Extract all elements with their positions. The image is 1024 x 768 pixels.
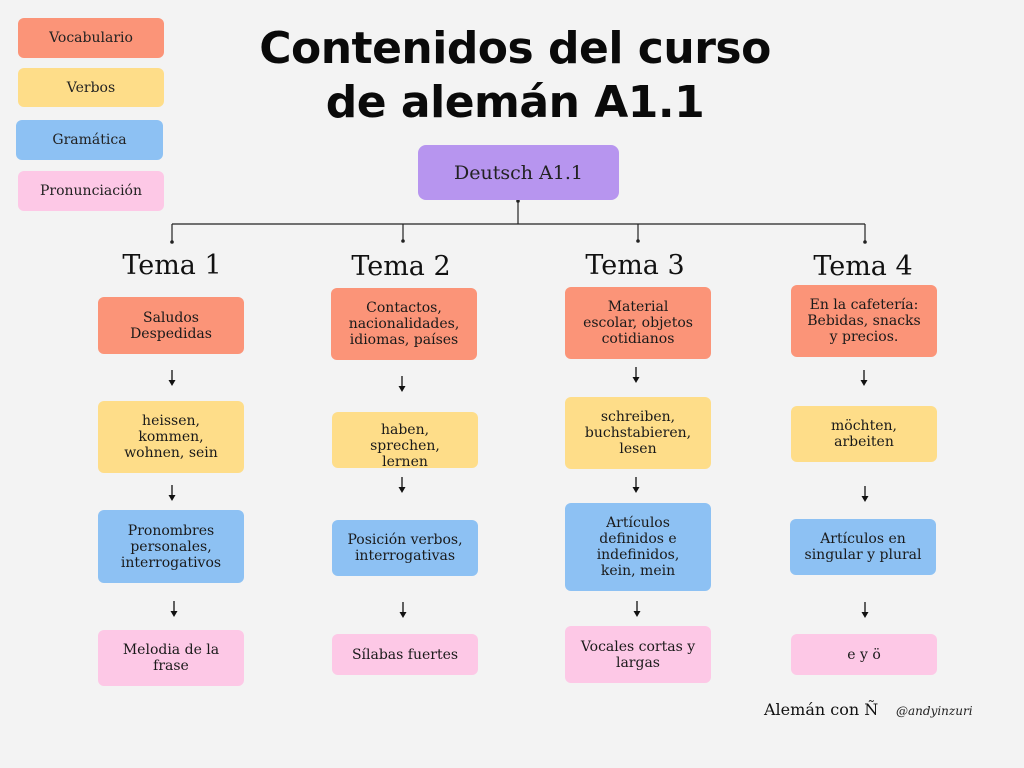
tema-3-verbos: schreiben, buchstabieren, lesen	[565, 397, 711, 469]
tema-3-title: Tema 3	[585, 250, 685, 281]
page-title-line1: Contenidos del curso	[259, 23, 771, 74]
arrow-down-icon	[859, 369, 869, 387]
arrow-down-icon	[860, 601, 870, 619]
tema-4-verbos-text: möchten, arbeiten	[831, 418, 897, 450]
tema-2-verbos: haben, sprechen, lernen	[332, 412, 478, 470]
tema-2-pronunciacion: Sílabas fuertes	[332, 634, 478, 675]
tema-2-verbos-text: haben, sprechen, lernen	[370, 422, 440, 470]
tema-1-title: Tema 1	[122, 250, 222, 281]
tema-3-vocabulario-text: Material escolar, objetos cotidianos	[583, 299, 693, 347]
root-node-label: Deutsch A1.1	[454, 161, 583, 184]
arrow-down-icon	[167, 369, 177, 387]
page-title-line2: de alemán A1.1	[325, 77, 705, 128]
tema-4-vocabulario: En la cafetería: Bebidas, snacks y preci…	[791, 285, 937, 357]
root-node: Deutsch A1.1	[418, 145, 619, 200]
tema-3-verbos-text: schreiben, buchstabieren, lesen	[584, 409, 692, 457]
tema-2-vocabulario: Contactos, nacionalidades, idiomas, país…	[331, 288, 477, 360]
tema-3-vocabulario: Material escolar, objetos cotidianos	[565, 287, 711, 359]
tema-4-vocabulario-text: En la cafetería: Bebidas, snacks y preci…	[807, 297, 921, 345]
tema-1-pronunciacion: Melodia de la frase	[98, 630, 244, 686]
legend-pronunciacion: Pronunciación	[18, 171, 164, 211]
arrow-down-icon	[397, 476, 407, 494]
legend-gramatica: Gramática	[16, 120, 163, 160]
legend-verbos: Verbos	[18, 68, 164, 107]
tema-3-gramatica: Artículos definidos e indefinidos, kein,…	[565, 503, 711, 591]
tema-1-vocabulario-text: Saludos Despedidas	[130, 309, 212, 342]
arrow-down-icon	[397, 375, 407, 393]
tema-1-verbos: heissen, kommen, wohnen, sein	[98, 401, 244, 473]
tema-4-gramatica: Artículos en singular y plural	[790, 519, 936, 575]
tema-1-verbos-text: heissen, kommen, wohnen, sein	[124, 413, 218, 461]
arrow-down-icon	[631, 366, 641, 384]
legend-pronunciacion-label: Pronunciación	[39, 183, 143, 199]
tema-3-pronunciacion-text: Vocales cortas y largas	[580, 638, 696, 671]
arrow-down-icon	[631, 476, 641, 494]
tema-1-gramatica-text: Pronombres personales, interrogativos	[120, 522, 222, 571]
arrow-down-icon	[860, 485, 870, 503]
arrow-down-icon	[167, 484, 177, 502]
tema-2-vocabulario-text: Contactos, nacionalidades, idiomas, país…	[348, 300, 460, 348]
page-title: Contenidos del curso de alemán A1.1	[180, 22, 850, 130]
legend-gramatica-label: Gramática	[52, 132, 127, 148]
footer-handle: @andyinzuri	[896, 704, 973, 718]
tema-2-gramatica-text: Posición verbos, interrogativas	[347, 532, 463, 564]
tema-1-vocabulario: Saludos Despedidas	[98, 297, 244, 354]
tema-3-pronunciacion: Vocales cortas y largas	[565, 626, 711, 683]
root-dot	[516, 199, 520, 203]
tema-1-gramatica: Pronombres personales, interrogativos	[98, 510, 244, 583]
legend-verbos-label: Verbos	[66, 79, 116, 96]
tema-2-gramatica: Posición verbos, interrogativas	[332, 520, 478, 576]
arrow-down-icon	[398, 601, 408, 619]
legend-vocabulario-label: Vocabulario	[49, 30, 133, 46]
legend-vocabulario: Vocabulario	[18, 18, 164, 58]
tema-4-gramatica-text: Artículos en singular y plural	[804, 531, 922, 563]
tema-3-gramatica-text: Artículos definidos e indefinidos, kein,…	[596, 515, 680, 579]
footer-brand: Alemán con Ñ	[764, 700, 879, 719]
tema-2-pronunciacion-text: Sílabas fuertes	[351, 646, 459, 663]
tema-2-title: Tema 2	[351, 251, 451, 282]
arrow-down-icon	[169, 600, 179, 618]
tema-1-pronunciacion-text: Melodia de la frase	[122, 642, 220, 674]
tema-4-pronunciacion-text: e y ö	[847, 646, 881, 663]
tema-4-verbos: möchten, arbeiten	[791, 406, 937, 462]
tema-4-pronunciacion: e y ö	[791, 634, 937, 675]
arrow-down-icon	[632, 600, 642, 618]
tema-4-title: Tema 4	[813, 251, 913, 282]
